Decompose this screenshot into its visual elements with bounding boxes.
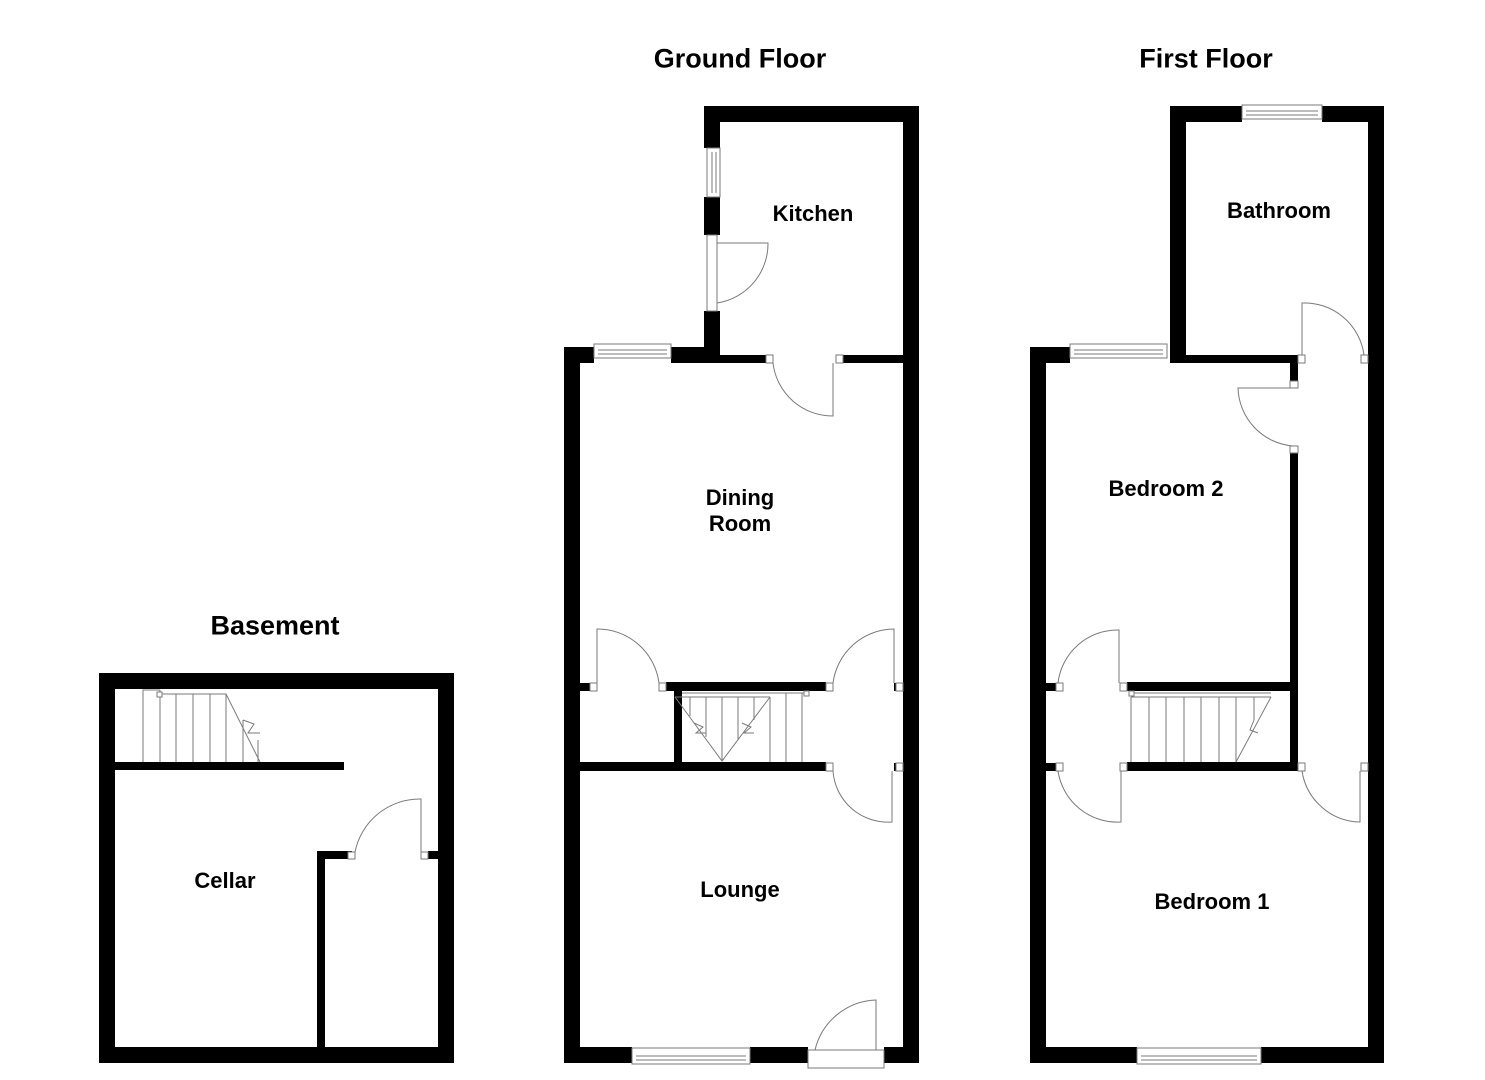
wall — [115, 762, 344, 770]
window — [1069, 343, 1168, 359]
door-swing — [814, 999, 877, 1051]
door-swing — [832, 770, 893, 823]
wall — [750, 1047, 808, 1063]
room-label-line: Dining — [705, 485, 775, 510]
wall — [580, 683, 590, 691]
wall — [1290, 453, 1298, 768]
window — [1136, 1047, 1262, 1065]
door-swing — [1301, 770, 1361, 823]
door-swing — [1237, 387, 1294, 447]
wall — [1046, 763, 1056, 771]
wall — [884, 1047, 919, 1063]
door-swing — [832, 628, 895, 684]
wall — [564, 1047, 632, 1063]
wall — [1290, 363, 1298, 381]
room-label-kitchen: Kitchen — [772, 201, 854, 226]
window — [706, 147, 721, 198]
room-label-lounge: Lounge — [700, 877, 780, 902]
wall — [564, 347, 580, 1063]
staircase — [1128, 690, 1272, 763]
wall — [666, 682, 826, 691]
door-swing — [772, 362, 834, 417]
staircase — [674, 690, 810, 762]
stairs — [142, 689, 1272, 763]
room-label-dining-room: Dining Room — [706, 485, 774, 537]
room-label-line: Room — [708, 511, 772, 536]
wall — [438, 673, 454, 1063]
wall — [1170, 106, 1186, 363]
door-swing — [596, 628, 660, 684]
wall — [428, 851, 438, 859]
wall — [1170, 106, 1242, 122]
walls — [99, 106, 1384, 1063]
wall — [1368, 362, 1384, 1063]
door-swing — [716, 242, 769, 304]
wall — [1046, 683, 1056, 691]
window — [1241, 104, 1323, 120]
wall — [1030, 347, 1046, 1063]
wall — [1368, 106, 1384, 363]
wall — [1127, 682, 1298, 691]
room-label-bathroom: Bathroom — [1227, 198, 1331, 223]
wall — [704, 106, 720, 148]
wall — [99, 673, 115, 1063]
door-swing — [1057, 629, 1120, 684]
wall — [903, 106, 919, 1063]
wall — [99, 673, 454, 689]
wall — [704, 106, 919, 122]
wall — [580, 762, 826, 771]
wall — [720, 355, 766, 363]
wall — [704, 197, 720, 235]
wall — [1127, 762, 1298, 771]
wall — [671, 347, 720, 363]
wall — [1261, 1047, 1384, 1063]
wall — [1186, 355, 1298, 363]
room-label-cellar: Cellar — [194, 868, 256, 893]
window — [593, 343, 672, 359]
room-label-bedroom-2: Bedroom 2 — [1108, 476, 1224, 501]
door-swing — [1057, 770, 1122, 823]
floor-title-ground-floor: Ground Floor — [653, 43, 827, 74]
staircase — [142, 689, 261, 763]
room-label-bedroom-1: Bedroom 1 — [1154, 889, 1270, 914]
wall — [674, 689, 682, 766]
wall — [843, 355, 903, 363]
fixtures — [347, 104, 1369, 1069]
wall — [317, 851, 352, 859]
doors — [354, 242, 1365, 1051]
wall — [99, 1047, 454, 1063]
wall — [317, 851, 325, 1048]
floor-title-first-floor: First Floor — [1139, 43, 1273, 74]
door-swing — [1301, 302, 1365, 356]
window — [631, 1047, 751, 1065]
wall — [1030, 1047, 1137, 1063]
door-swing — [354, 798, 422, 853]
floor-title-basement: Basement — [210, 610, 340, 641]
